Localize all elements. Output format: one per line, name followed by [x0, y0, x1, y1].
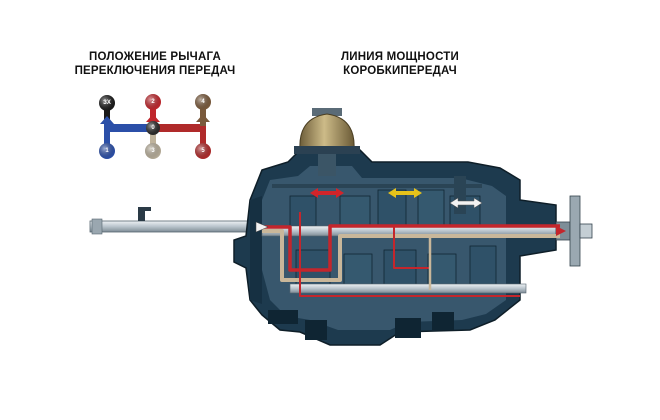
shift-knob-1-label: 1 — [105, 148, 109, 154]
shift-tower-cap — [294, 108, 360, 176]
shift-knob-3: 3 — [145, 143, 161, 159]
shift-knob-2: 2 — [145, 94, 161, 110]
arrow-white-double — [449, 197, 483, 209]
shift-knob-reverse-label: ЗХ — [103, 100, 111, 106]
shift-knob-2-label: 2 — [151, 99, 155, 105]
shift-knob-5-label: 5 — [201, 148, 205, 154]
shift-pattern-title: ПОЛОЖЕНИЕ РЫЧАГА ПЕРЕКЛЮЧЕНИЯ ПЕРЕДАЧ — [55, 50, 255, 78]
arrow-red-double — [310, 188, 344, 198]
shift-pattern: ЗХ 2 4 0 1 3 5 — [99, 94, 211, 159]
shift-knob-4: 4 — [195, 94, 211, 110]
input-arrow — [255, 221, 269, 233]
shift-pattern-title-line2: ПЕРЕКЛЮЧЕНИЯ ПЕРЕДАЧ — [74, 65, 236, 77]
input-shaft — [89, 207, 271, 235]
power-flow-title: ЛИНИЯ МОЩНОСТИ КОРОБКИПЕРЕДАЧ — [305, 50, 495, 78]
shift-knob-5: 5 — [195, 143, 211, 159]
shift-knob-4-label: 4 — [201, 99, 205, 105]
output-arrow — [556, 226, 566, 236]
shift-knob-1: 1 — [99, 143, 115, 159]
counter-shaft — [289, 283, 527, 294]
shift-pattern-title-line1: ПОЛОЖЕНИЕ РЫЧАГА — [89, 51, 221, 63]
shift-knob-3-label: 3 — [151, 148, 155, 154]
power-flow-path — [262, 212, 560, 297]
shift-knob-neutral-label: 0 — [151, 125, 155, 131]
power-flow-title-line2: КОРОБКИПЕРЕДАЧ — [343, 65, 457, 77]
power-flow-title-line1: ЛИНИЯ МОЩНОСТИ — [341, 51, 459, 63]
shift-knob-neutral: 0 — [146, 121, 160, 135]
arrow-yellow-double — [388, 188, 422, 198]
shift-knob-reverse: ЗХ — [99, 95, 115, 111]
gearbox-cutaway — [89, 108, 593, 346]
